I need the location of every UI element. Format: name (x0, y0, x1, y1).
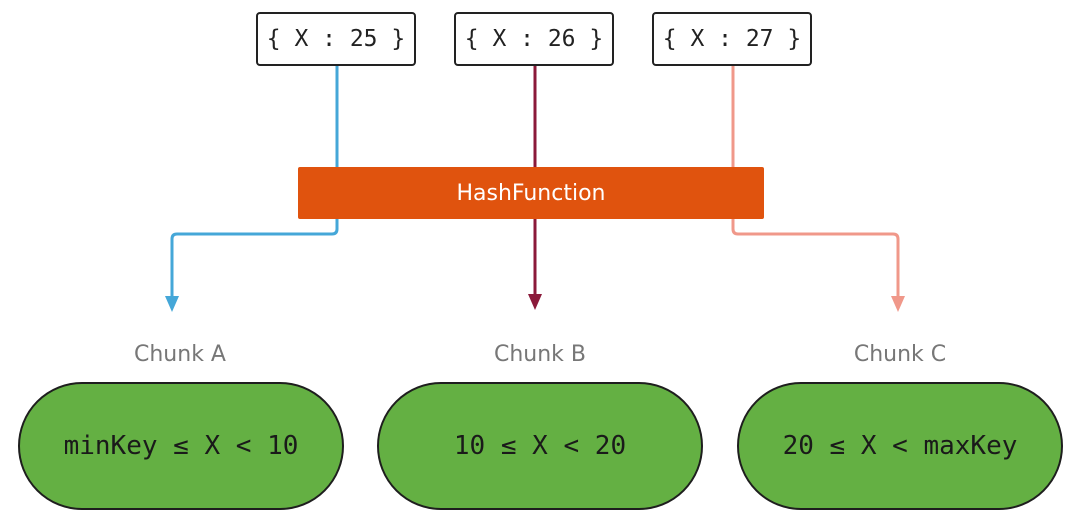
hash-function-label: HashFunction (456, 180, 606, 206)
chunk-c-range: 20 ≤ X < maxKey (737, 382, 1063, 510)
chunk-c-label: Chunk C (853, 342, 947, 367)
chunk-b-label: Chunk B (493, 342, 587, 367)
chunk-a-range: minKey ≤ X < 10 (18, 382, 344, 510)
chunk-b-range: 10 ≤ X < 20 (377, 382, 703, 510)
shard-key-document-27: { X : 27 } (652, 12, 812, 66)
shard-key-document-26: { X : 26 } (454, 12, 614, 66)
hash-function-box: HashFunction (298, 167, 764, 219)
chunk-a-label: Chunk A (134, 342, 226, 367)
shard-key-document-25: { X : 25 } (256, 12, 416, 66)
